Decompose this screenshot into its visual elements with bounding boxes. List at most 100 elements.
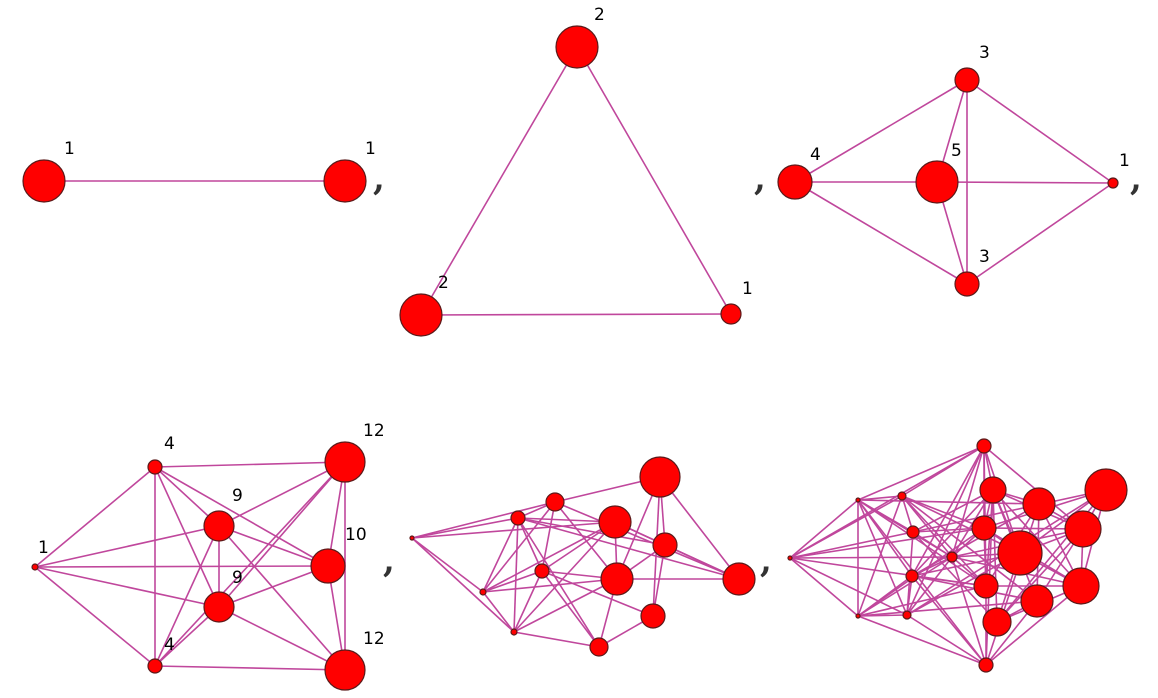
graph-6-edge: [906, 614, 987, 666]
graph-5-vertex: [545, 492, 565, 512]
graph-5-vertex: [600, 562, 634, 596]
graph-5-edge: [513, 631, 600, 648]
graph-6-edge: [857, 499, 987, 587]
graph-6-vertex: [971, 515, 997, 541]
graph-4-vertex: [147, 658, 163, 674]
graph-6-edge: [789, 557, 859, 617]
graph-2-edge: [576, 46, 732, 315]
graph-6-vertex: [1062, 567, 1100, 605]
graph-6-edge: [906, 445, 985, 616]
graph-6-edge: [857, 556, 953, 617]
graph-5-edge: [482, 570, 543, 593]
graph-6-edge: [992, 489, 1082, 587]
graph-2-vertex-label: 2: [438, 273, 449, 293]
graph-4-vertex: [147, 459, 163, 475]
graph-6-edge: [911, 489, 994, 577]
graph-6-vertex: [1064, 510, 1102, 548]
graph-6-edge: [985, 585, 1082, 666]
graph-6-edge: [912, 489, 994, 533]
graph-5-edge: [482, 501, 556, 593]
graph-5-vertex: [510, 510, 526, 526]
graph-3-edge: [794, 181, 968, 285]
graph-4-vertex-label: 9: [232, 486, 243, 506]
graph-4-edge: [218, 525, 329, 567]
graph-6-edge: [901, 495, 985, 529]
graph-5-edge: [513, 570, 543, 633]
graph-5-vertex: [589, 637, 609, 657]
graph-2-edge: [420, 313, 732, 316]
separator-comma: ,: [373, 159, 385, 199]
graph-6-vertex: [979, 476, 1007, 504]
graph-4-edge: [34, 525, 220, 568]
graph-4-edge: [218, 461, 346, 608]
graph-5-vertex: [409, 535, 415, 541]
graph-4-edge: [34, 466, 156, 568]
separator-comma: ,: [383, 541, 395, 581]
graph-3-vertex-label: 5: [951, 141, 962, 161]
graph-4-edge: [218, 606, 346, 671]
graph-6-edge: [901, 495, 1038, 602]
graph-5-edge: [411, 501, 556, 539]
graph-5-vertex: [510, 628, 518, 636]
graph-4-edge: [154, 461, 346, 667]
graph-5-edge: [482, 591, 515, 633]
graph-6-edge: [912, 531, 953, 558]
graph-5-edge: [517, 517, 666, 546]
graph-6-vertex: [906, 525, 920, 539]
graph-4-vertex-label: 4: [164, 434, 175, 454]
graph-2-vertex-label: 1: [742, 279, 753, 299]
graph-5-edge: [517, 517, 740, 580]
graph-6-edge: [857, 499, 1040, 505]
graph-4-vertex-label: 10: [345, 525, 367, 545]
graph-6-vertex: [982, 607, 1012, 637]
graph-5-edge: [513, 517, 519, 633]
graph-6-vertex: [946, 551, 958, 563]
graph-6-vertex: [976, 438, 992, 454]
graph-1-vertex: [22, 159, 66, 203]
graph-6-edge: [789, 556, 953, 559]
graph-4-vertex: [324, 441, 366, 483]
graph-6-vertex: [855, 613, 861, 619]
graph-6-edge: [857, 585, 987, 617]
graph-3-vertex: [954, 67, 980, 93]
graph-5-edge: [554, 501, 740, 580]
graph-3-vertex: [954, 271, 980, 297]
graph-5-edge: [513, 578, 618, 633]
graph-6-edge: [901, 495, 953, 558]
graph-6-vertex: [997, 530, 1043, 576]
graph-3-edge: [966, 182, 1114, 285]
graph-4-vertex: [31, 563, 39, 571]
graph-4-vertex: [203, 591, 235, 623]
graph-5-vertex: [652, 532, 678, 558]
graph-3-vertex: [915, 160, 959, 204]
graph-2-vertex: [720, 303, 742, 325]
graph-6-vertex: [973, 573, 999, 599]
graph-6-edge: [906, 556, 953, 616]
graph-3-edge: [966, 79, 1114, 184]
graph-2-edge: [420, 46, 578, 316]
graph-1-vertex-label: 1: [365, 139, 376, 159]
graph-6-vertex: [1022, 487, 1056, 521]
graph-4-vertex-label: 4: [164, 635, 175, 655]
graph-3-vertex: [1107, 177, 1119, 189]
graph-5-vertex: [479, 588, 487, 596]
graph-6-edge: [857, 445, 985, 501]
graph-5-edge: [541, 570, 600, 648]
graph-5: [409, 456, 756, 657]
graph-6-edge: [951, 445, 985, 558]
graph-5-edge: [411, 521, 616, 539]
graph-3-vertex-label: 3: [979, 43, 990, 63]
graph-4-edge: [218, 565, 329, 608]
graph-5-vertex: [598, 505, 632, 539]
graph-4-edge: [34, 566, 220, 608]
graph-2-vertex: [555, 25, 599, 69]
graph-6-edge: [901, 445, 985, 497]
graph-4-edge: [154, 525, 220, 667]
graph-4-edge: [34, 566, 156, 667]
graph-6-edge: [912, 531, 998, 623]
graph-2-vertex-label: 2: [594, 5, 605, 25]
graph-6-vertex: [902, 610, 912, 620]
graph-6-vertex: [1084, 468, 1128, 512]
